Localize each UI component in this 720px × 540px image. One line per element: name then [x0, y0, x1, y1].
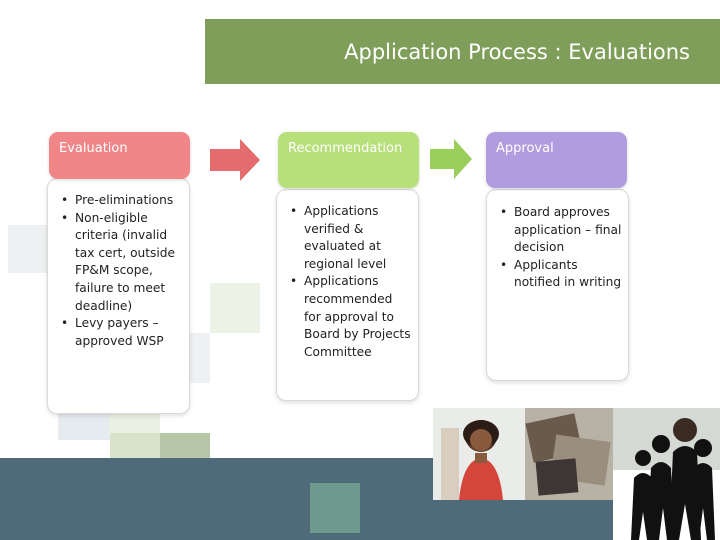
recommendation-card: Applications verified & evaluated at reg…	[276, 189, 419, 401]
approval-header-label: Approval	[496, 141, 554, 156]
evaluation-card: Pre-eliminations Non-eligible criteria (…	[47, 178, 190, 414]
slide-title: Application Process : Evaluations	[344, 39, 690, 64]
deco-square	[310, 483, 360, 533]
evaluation-body: Pre-eliminations Non-eligible criteria (…	[48, 179, 189, 350]
evaluation-item: Pre-eliminations	[48, 192, 189, 210]
evaluation-item: Non-eligible criteria (invalid tax cert,…	[48, 210, 189, 316]
approval-item: Board approves application – final decis…	[487, 204, 628, 257]
recommendation-body: Applications verified & evaluated at reg…	[277, 190, 418, 361]
right-arrow-icon	[430, 139, 472, 179]
evaluation-header: Evaluation	[49, 132, 190, 179]
recommendation-item: Applications recommended for approval to…	[277, 273, 418, 361]
evaluation-item: Levy payers – approved WSP	[48, 315, 189, 350]
deco-square	[8, 225, 48, 273]
evaluation-header-label: Evaluation	[59, 141, 128, 156]
deco-square	[210, 283, 260, 333]
recommendation-header: Recommendation	[278, 132, 419, 188]
recommendation-header-label: Recommendation	[288, 141, 403, 156]
recommendation-item: Applications verified & evaluated at reg…	[277, 203, 418, 273]
approval-item: Applicants notified in writing	[487, 257, 628, 292]
title-bar: Application Process : Evaluations	[205, 19, 720, 84]
approval-body: Board approves application – final decis…	[487, 190, 628, 292]
approval-header: Approval	[486, 132, 627, 188]
people-photo-strip	[433, 408, 720, 540]
right-arrow-icon	[210, 139, 260, 181]
approval-card: Board approves application – final decis…	[486, 189, 629, 381]
